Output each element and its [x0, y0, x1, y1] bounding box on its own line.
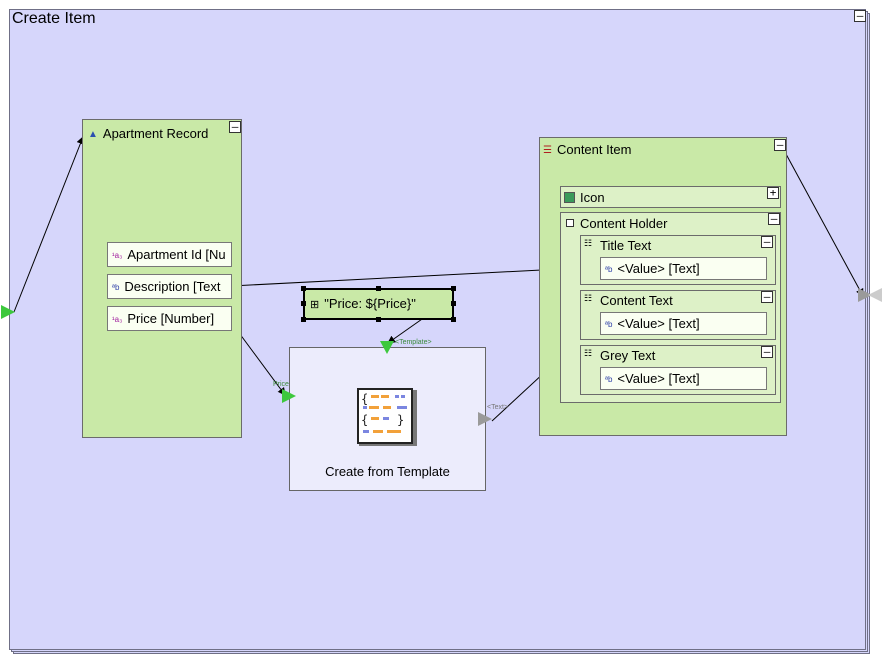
value-label: <Value> [Text]: [617, 261, 700, 276]
section-collapse-button[interactable]: –: [761, 236, 773, 248]
canvas-title: Create Item: [12, 10, 96, 27]
section-title: Grey Text: [600, 348, 656, 363]
text-output-port[interactable]: [478, 412, 492, 426]
selection-handle[interactable]: [301, 286, 306, 291]
template-icon-face: { { }: [357, 388, 413, 444]
field-apartment-id[interactable]: ¹a₃ Apartment Id [Nu: [107, 242, 232, 267]
selection-handle[interactable]: [376, 317, 381, 322]
content-item-icon: ☰: [543, 145, 552, 157]
value-field[interactable]: ªb <Value> [Text]: [600, 312, 767, 335]
selection-handle[interactable]: [301, 301, 306, 306]
section-title: Title Text: [600, 238, 652, 253]
text-type-icon: ªb: [605, 374, 613, 384]
expression-icon: ⊞: [310, 299, 320, 312]
image-icon: [564, 192, 575, 203]
canvas-output-port-outline: [868, 288, 882, 302]
price-port-label: Price: [273, 381, 289, 388]
record-icon: ▲: [88, 129, 98, 141]
field-label: Description [Text: [124, 279, 221, 294]
text-type-icon: ªb: [112, 282, 120, 292]
content-holder-title: Content Holder: [580, 216, 668, 231]
text-section-icon: ☷: [584, 348, 593, 358]
field-label: Apartment Id [Nu: [127, 247, 226, 262]
section-collapse-button[interactable]: –: [761, 346, 773, 358]
section-collapse-button[interactable]: –: [761, 291, 773, 303]
content-item-header: ☰ Content Item: [543, 142, 631, 157]
expression-label: "Price: ${Price}": [324, 296, 416, 311]
expression-node[interactable]: ⊞ "Price: ${Price}": [303, 288, 454, 320]
svg-text:}: }: [397, 413, 404, 427]
apartment-record-header: ▲ Apartment Record: [88, 126, 208, 141]
number-type-icon: ¹a₃: [112, 314, 123, 324]
price-input-port[interactable]: [282, 389, 296, 403]
template-node-title: Create from Template: [325, 464, 450, 479]
selection-handle[interactable]: [301, 317, 306, 322]
value-field[interactable]: ªb <Value> [Text]: [600, 257, 767, 280]
content-holder[interactable]: Content Holder – ☷ Title Text – ªb <Value…: [560, 212, 781, 403]
canvas-collapse-button[interactable]: –: [854, 10, 866, 22]
apartment-record-collapse-button[interactable]: –: [229, 121, 241, 133]
connection-content-item-to-output: [785, 153, 864, 297]
text-port-label: <Text>: [487, 404, 509, 411]
content-item-collapse-button[interactable]: –: [774, 139, 786, 151]
section-grey-text[interactable]: ☷ Grey Text – ªb <Value> [Text]: [580, 345, 776, 395]
holder-icon: [566, 219, 574, 227]
text-type-icon: ªb: [605, 319, 613, 329]
icon-row[interactable]: Icon +: [560, 186, 781, 208]
canvas-input-port[interactable]: [1, 305, 15, 319]
section-content-text[interactable]: ☷ Content Text – ªb <Value> [Text]: [580, 290, 776, 340]
text-type-icon: ªb: [605, 264, 613, 274]
selection-handle[interactable]: [451, 286, 456, 291]
connection-input-to-record: [13, 136, 85, 313]
selection-handle[interactable]: [376, 286, 381, 291]
selection-handle[interactable]: [451, 317, 456, 322]
value-label: <Value> [Text]: [617, 371, 700, 386]
field-label: Price [Number]: [127, 311, 215, 326]
content-item-node[interactable]: ☰ Content Item – Icon + Content Holder – …: [539, 137, 787, 436]
text-section-icon: ☷: [584, 293, 593, 303]
svg-text:{: {: [361, 392, 368, 406]
content-holder-collapse-button[interactable]: –: [768, 213, 780, 225]
template-port-label: <Template>: [395, 339, 432, 346]
field-description[interactable]: ªb Description [Text: [107, 274, 232, 299]
text-section-icon: ☷: [584, 238, 593, 248]
template-glyph: { { }: [361, 392, 407, 433]
field-price[interactable]: ¹a₃ Price [Number]: [107, 306, 232, 331]
value-label: <Value> [Text]: [617, 316, 700, 331]
apartment-record-title: Apartment Record: [102, 126, 209, 141]
selection-handle[interactable]: [451, 301, 456, 306]
content-item-title: Content Item: [556, 142, 632, 157]
icon-row-expand-button[interactable]: +: [767, 187, 779, 199]
expression-node-content: ⊞ "Price: ${Price}": [310, 296, 416, 311]
template-input-port[interactable]: [380, 341, 394, 354]
svg-text:{: {: [361, 413, 368, 427]
number-type-icon: ¹a₃: [112, 250, 123, 260]
value-field[interactable]: ªb <Value> [Text]: [600, 367, 767, 390]
section-title: Content Text: [600, 293, 673, 308]
connection-description-to-title: [230, 263, 600, 287]
section-title-text[interactable]: ☷ Title Text – ªb <Value> [Text]: [580, 235, 776, 285]
template-node[interactable]: { { } Create from Template: [289, 347, 486, 491]
icon-row-label: Icon: [580, 190, 605, 205]
